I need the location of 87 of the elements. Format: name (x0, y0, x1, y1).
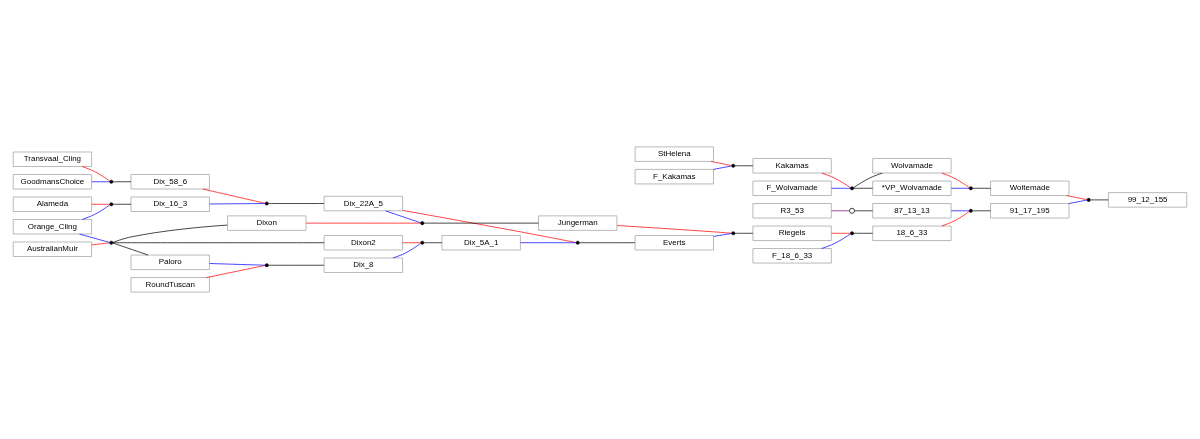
connector (385, 210, 422, 224)
connector (268, 203, 325, 204)
node-cross (109, 179, 114, 184)
connector (853, 232, 873, 234)
connector (206, 265, 266, 278)
connector (734, 232, 754, 234)
connector (972, 210, 991, 212)
node-cross (1086, 197, 1091, 202)
node-box: Everts (634, 235, 714, 251)
node-box: 18_6_33 (872, 225, 952, 241)
node-box: GoodmansChoice (12, 174, 92, 190)
node-box: Kakamas (752, 158, 832, 174)
node-box: StHelena (634, 146, 714, 162)
node-cross (109, 240, 114, 245)
connector (209, 203, 266, 205)
connector (112, 224, 228, 243)
connector (79, 233, 111, 243)
connector (941, 172, 970, 188)
node-box: F_Kakamas (634, 169, 714, 185)
node-cross (731, 163, 736, 168)
node-cross (731, 231, 736, 236)
connector (616, 225, 732, 234)
node-box: RoundTuscan (130, 277, 210, 293)
node-box: Dix_5A_1 (441, 235, 521, 251)
connector (821, 233, 851, 249)
connector (91, 242, 111, 246)
node-box: Riegels (752, 225, 832, 241)
connector (734, 165, 754, 167)
node-box: R3_53 (752, 203, 832, 219)
node-box: Dix_22A_5 (323, 195, 403, 212)
node-box: Paloro (130, 254, 210, 270)
connector (710, 161, 732, 166)
connector (853, 172, 883, 188)
node-cross (850, 186, 854, 191)
node-box: AustralianMuir (12, 241, 92, 257)
node-cross (420, 240, 425, 245)
node-box: Dix_16_3 (130, 196, 210, 212)
node-box: Woltemade (990, 180, 1070, 196)
connector (392, 243, 421, 259)
node-cross (109, 202, 114, 207)
connector (713, 165, 732, 170)
connector (81, 166, 110, 182)
node-box: 99_12_155 (1108, 192, 1188, 208)
connector (831, 210, 850, 212)
node-box: Transvaal_Cling (12, 151, 92, 167)
connector (112, 203, 132, 205)
connector (81, 204, 110, 220)
node-box: Dixon (227, 215, 307, 231)
node-box: F_Wolvamade (752, 180, 832, 196)
node-cross (968, 186, 973, 191)
node-cross (420, 221, 425, 226)
node-cross (850, 231, 854, 236)
connector (402, 210, 577, 243)
node-box: Orange_Cling (12, 219, 92, 235)
node-box: Dix_8 (323, 257, 403, 273)
connector (423, 222, 539, 224)
connector (854, 210, 873, 212)
node-cross (264, 263, 269, 268)
connector (972, 187, 991, 189)
node-box: Alameda (12, 196, 92, 212)
node-box: Dixon2 (323, 235, 403, 251)
node-circle (849, 207, 855, 214)
node-box: Jungerman (538, 215, 618, 231)
connector (202, 188, 266, 204)
connector (268, 264, 325, 266)
node-box: 91_17_195 (990, 203, 1070, 219)
node-box: Wolvamade (872, 158, 952, 174)
node-box: F_18_6_33 (752, 248, 832, 264)
connector (423, 242, 443, 244)
connector (1066, 195, 1088, 201)
connector (821, 172, 851, 188)
connector (941, 211, 970, 227)
connector (209, 263, 266, 266)
connector (112, 181, 132, 183)
connector (853, 187, 873, 189)
node-box: *VP_Wolvamade (872, 180, 952, 196)
connector (579, 242, 636, 244)
connector (112, 242, 325, 244)
node-cross (968, 208, 973, 213)
node-cross (575, 240, 580, 245)
node-cross (264, 201, 269, 206)
connector (1090, 199, 1109, 201)
node-box: Dix_58_6 (130, 174, 210, 190)
connector (1068, 199, 1088, 204)
connector (713, 233, 732, 237)
node-box: 87_13_13 (872, 203, 952, 219)
connector (112, 242, 149, 256)
